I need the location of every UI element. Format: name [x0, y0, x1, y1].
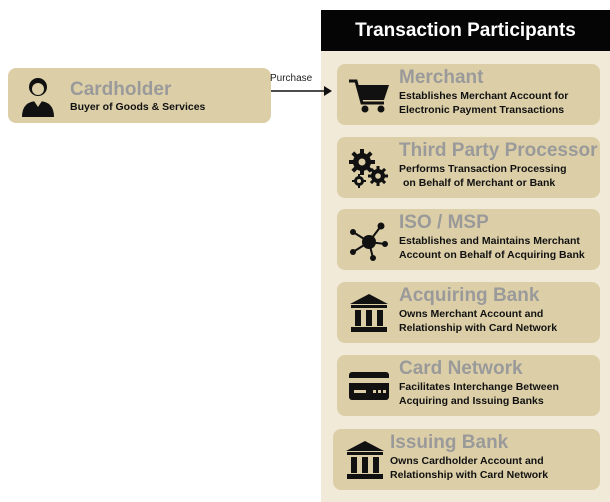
participant-issuing-bank: Issuing Bank Owns Cardholder Account and…: [333, 429, 600, 490]
iso-msp-title: ISO / MSP: [399, 212, 489, 233]
issuing-bank-desc-line2: Relationship with Card Network: [390, 469, 549, 481]
card-network-description: Facilitates Interchange Between Acquirin…: [399, 380, 559, 408]
iso-msp-desc-line1: Establishes and Maintains Merchant: [399, 235, 580, 247]
issuing-bank-description: Owns Cardholder Account and Relationship…: [390, 454, 548, 482]
merchant-desc-line1: Establishes Merchant Account for: [399, 90, 569, 102]
merchant-description: Establishes Merchant Account for Electro…: [399, 89, 568, 117]
merchant-title: Merchant: [399, 67, 484, 88]
third-party-processor-desc-line1: Performs Transaction Processing: [399, 163, 567, 175]
panel-title: Transaction Participants: [321, 10, 610, 51]
bank-icon: [347, 291, 391, 335]
third-party-processor-description: Performs Transaction Processing on Behal…: [399, 162, 566, 190]
acquiring-bank-description: Owns Merchant Account and Relationship w…: [399, 307, 557, 335]
shopping-cart-icon: [347, 73, 391, 117]
card-network-desc-line2: Acquiring and Issuing Banks: [399, 395, 544, 407]
bank-icon: [343, 438, 387, 482]
acquiring-bank-desc-line2: Relationship with Card Network: [399, 322, 558, 334]
third-party-processor-title: Third Party Processor: [399, 140, 598, 161]
person-icon: [20, 75, 56, 117]
network-hub-icon: [347, 218, 391, 262]
iso-msp-desc-line2: Account on Behalf of Acquiring Bank: [399, 249, 585, 261]
issuing-bank-title: Issuing Bank: [390, 432, 509, 453]
purchase-arrow: [271, 86, 332, 96]
participant-iso-msp: ISO / MSP Establishes and Maintains Merc…: [337, 209, 600, 270]
issuing-bank-desc-line1: Owns Cardholder Account and: [390, 455, 544, 467]
cardholder-title: Cardholder: [70, 79, 172, 100]
card-network-title: Card Network: [399, 358, 523, 379]
participant-third-party-processor: Third Party Processor Performs Transacti…: [337, 137, 600, 198]
participant-card-network: Card Network Facilitates Interchange Bet…: [337, 355, 600, 416]
participant-acquiring-bank: Acquiring Bank Owns Merchant Account and…: [337, 282, 600, 343]
gears-icon: [347, 146, 391, 190]
acquiring-bank-title: Acquiring Bank: [399, 285, 540, 306]
third-party-processor-desc-line2: on Behalf of Merchant or Bank: [403, 177, 556, 189]
purchase-label: Purchase: [270, 73, 313, 84]
acquiring-bank-desc-line1: Owns Merchant Account and: [399, 308, 544, 320]
iso-msp-description: Establishes and Maintains Merchant Accou…: [399, 234, 585, 262]
merchant-desc-line2: Electronic Payment Transactions: [399, 104, 565, 116]
participant-merchant: Merchant Establishes Merchant Account fo…: [337, 64, 600, 125]
cardholder-card: Cardholder Buyer of Goods & Services: [8, 68, 271, 123]
credit-card-icon: [347, 364, 391, 408]
cardholder-description: Buyer of Goods & Services: [70, 101, 206, 113]
card-network-desc-line1: Facilitates Interchange Between: [399, 381, 559, 393]
